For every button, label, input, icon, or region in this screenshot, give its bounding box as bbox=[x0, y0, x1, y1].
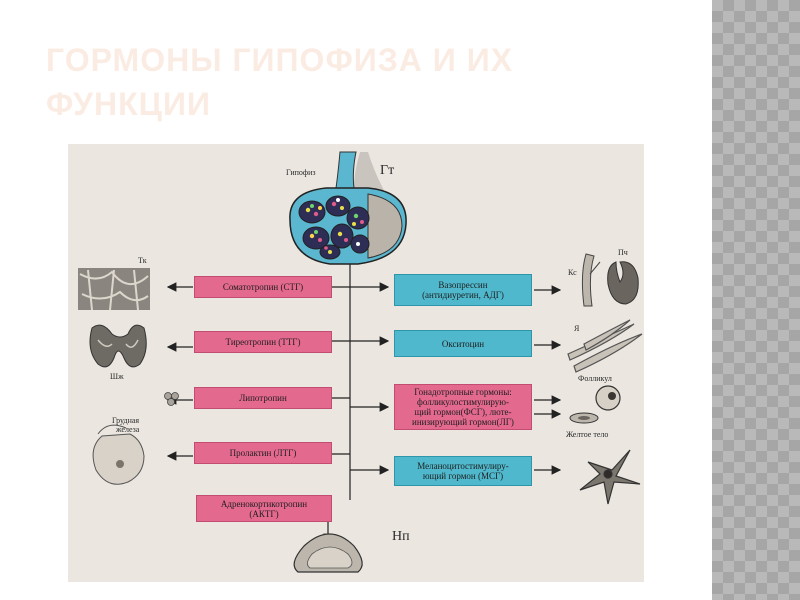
hormone-label-line1: Гонадотропные гормоны: bbox=[414, 387, 512, 397]
bone-tissue-illustration bbox=[78, 268, 150, 311]
hormone-label-line1: Адренокортикотропин bbox=[220, 498, 308, 509]
hormone-box-acth: Адренокортикотропин (АКТГ) bbox=[196, 495, 332, 522]
mammary-cells-illustration bbox=[164, 392, 179, 406]
corpus-luteum-illustration bbox=[569, 412, 599, 424]
hormone-label-line2: ющий гормон (МСГ) bbox=[422, 471, 504, 481]
kidney-illustration bbox=[607, 261, 639, 305]
slide-title: ГОРМОНЫ ГИПОФИЗА И ИХ ФУНКЦИИ bbox=[46, 42, 514, 122]
pituitary-stalk bbox=[335, 151, 357, 189]
label-pituitary: Гипофиз bbox=[286, 168, 316, 177]
left-output-arrows bbox=[166, 282, 193, 461]
hormone-label-line2: (АКТГ) bbox=[249, 508, 279, 519]
label-thyroid: Шж bbox=[110, 372, 124, 381]
hormone-box-lipotropin: Липотропин bbox=[194, 387, 332, 409]
label-mammary-line1: Грудная bbox=[112, 416, 140, 425]
hormone-label-line1: Меланоцитостимулиру- bbox=[417, 461, 509, 471]
hormone-label: Липотропин bbox=[239, 393, 287, 403]
pituitary-posterior-lobe bbox=[367, 193, 403, 259]
label-corpus-luteum: Желтое тело bbox=[566, 430, 609, 439]
adrenal-gland-illustration bbox=[293, 533, 363, 573]
hormone-box-oxytocin: Окситоцин bbox=[394, 330, 532, 357]
label-ks: Кс bbox=[568, 268, 577, 277]
label-pch: Пч bbox=[618, 248, 628, 257]
hormone-box-prolactin: Пролактин (ЛТГ) bbox=[194, 442, 332, 464]
hormone-box-msh: Меланоцитостимулиру- ющий гормон (МСГ) bbox=[394, 456, 532, 486]
pituitary-cell-dots bbox=[305, 198, 364, 254]
decorative-side-band bbox=[712, 0, 800, 600]
label-ya: Я bbox=[574, 324, 580, 333]
hormone-label-line3: щий гормон(ФСГ), люте- bbox=[414, 407, 512, 417]
blood-vessel-illustration bbox=[581, 253, 601, 307]
label-follicle: Фолликул bbox=[578, 374, 612, 383]
melanocyte-illustration bbox=[579, 449, 641, 505]
pituitary-hormones-diagram: Соматотропин (СТГ) Тиреотропин (ТТГ) Лип… bbox=[68, 144, 644, 582]
label-tk: Тк bbox=[138, 256, 147, 265]
label-adrenal: Нп bbox=[392, 529, 410, 544]
label-mammary-line2: железа bbox=[116, 425, 140, 434]
hormone-label-line4: инизирующий гормон(ЛГ) bbox=[412, 417, 514, 427]
hormone-label: Соматотропин (СТГ) bbox=[222, 282, 304, 292]
hormone-box-vasopressin: Вазопрессин (антидиуретин, АДГ) bbox=[394, 274, 532, 306]
right-branch-lines bbox=[350, 282, 390, 475]
diagram-graphics bbox=[78, 151, 643, 573]
hormone-label-line2: фолликулостимулирую- bbox=[416, 397, 510, 407]
hormone-label-line2: (антидиуретин, АДГ) bbox=[422, 290, 504, 300]
smooth-muscle-illustration bbox=[567, 319, 643, 373]
hormone-box-gonadotropins: Гонадотропные гормоны: фолликулостимулир… bbox=[394, 384, 532, 430]
label-hypothalamus: Гт bbox=[380, 163, 395, 178]
breast-illustration bbox=[92, 424, 145, 485]
hormone-label-line1: Окситоцин bbox=[441, 338, 485, 349]
hormone-label-line1: Вазопрессин bbox=[438, 280, 488, 290]
thyroid-illustration bbox=[89, 324, 147, 368]
follicle-illustration bbox=[595, 385, 621, 411]
hormone-label: Тиреотропин (ТТГ) bbox=[225, 337, 301, 347]
left-branch-lines bbox=[332, 286, 350, 455]
right-output-arrows bbox=[534, 285, 562, 475]
hormone-box-somatotropin: Соматотропин (СТГ) bbox=[194, 276, 332, 298]
hormone-box-thyrotropin: Тиреотропин (ТТГ) bbox=[194, 331, 332, 353]
hormone-label: Пролактин (ЛТГ) bbox=[229, 448, 297, 458]
